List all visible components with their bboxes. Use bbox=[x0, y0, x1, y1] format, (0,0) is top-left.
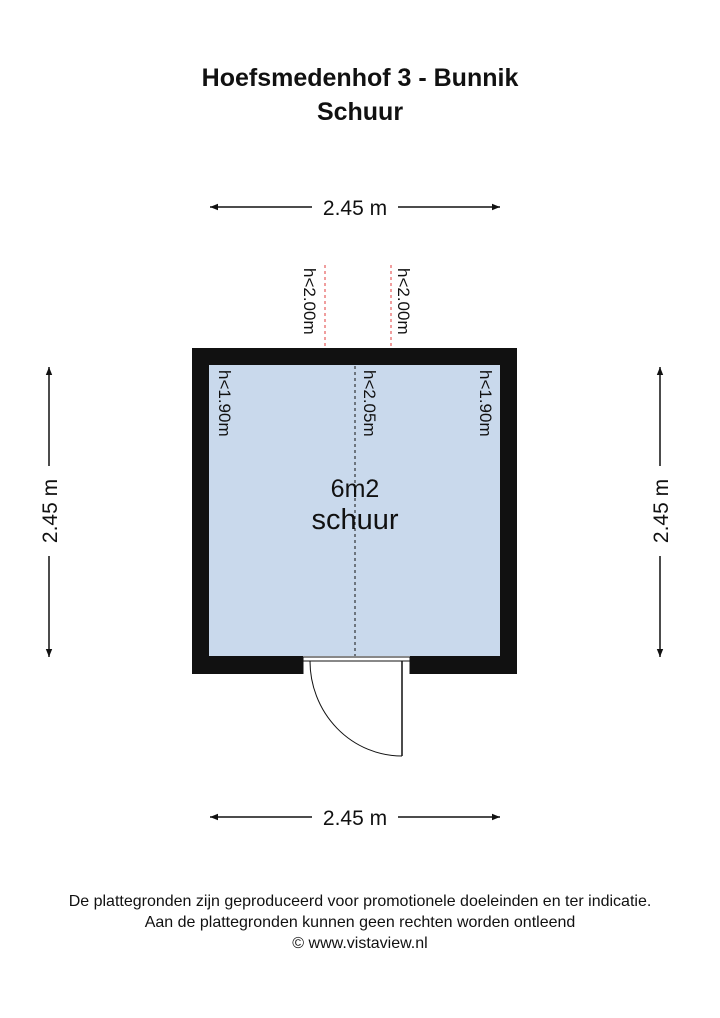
dimension-left-label: 2.45 m bbox=[39, 479, 62, 543]
room-name: schuur bbox=[311, 504, 398, 536]
room-schuur: h<1.90m h<2.05m h<1.90m 6m2 schuur bbox=[192, 348, 517, 757]
dimension-top-label: 2.45 m bbox=[323, 197, 387, 220]
height-label-outside-left: h<2.00m bbox=[300, 268, 319, 335]
plan-title: Hoefsmedenhof 3 - Bunnik bbox=[201, 64, 519, 92]
copyright-line: © www.vistaview.nl bbox=[292, 935, 428, 952]
height-label-inside-left: h<1.90m bbox=[215, 370, 234, 437]
dimension-bottom: 2.45 m bbox=[210, 807, 500, 830]
height-label-inside-center: h<2.05m bbox=[360, 370, 379, 437]
plan-subtitle: Schuur bbox=[316, 98, 404, 126]
dimension-left: 2.45 m bbox=[39, 367, 62, 657]
dimension-right-label: 2.45 m bbox=[650, 479, 673, 543]
dimension-top: 2.45 m bbox=[210, 197, 500, 220]
dimension-bottom-label: 2.45 m bbox=[323, 807, 387, 830]
dimension-right: 2.45 m bbox=[650, 367, 673, 657]
height-label-outside-right: h<2.00m bbox=[394, 268, 413, 335]
door-swing-arc bbox=[309, 660, 403, 757]
door-opening bbox=[303, 656, 410, 674]
room-area: 6m2 bbox=[331, 475, 380, 503]
height-label-inside-right: h<1.90m bbox=[476, 370, 495, 437]
outside-height-markers: h<2.00m h<2.00m bbox=[300, 265, 413, 349]
disclaimer-line-1: De plattegronden zijn geproduceerd voor … bbox=[68, 893, 652, 910]
disclaimer-line-2: Aan de plattegronden kunnen geen rechten… bbox=[144, 914, 576, 931]
